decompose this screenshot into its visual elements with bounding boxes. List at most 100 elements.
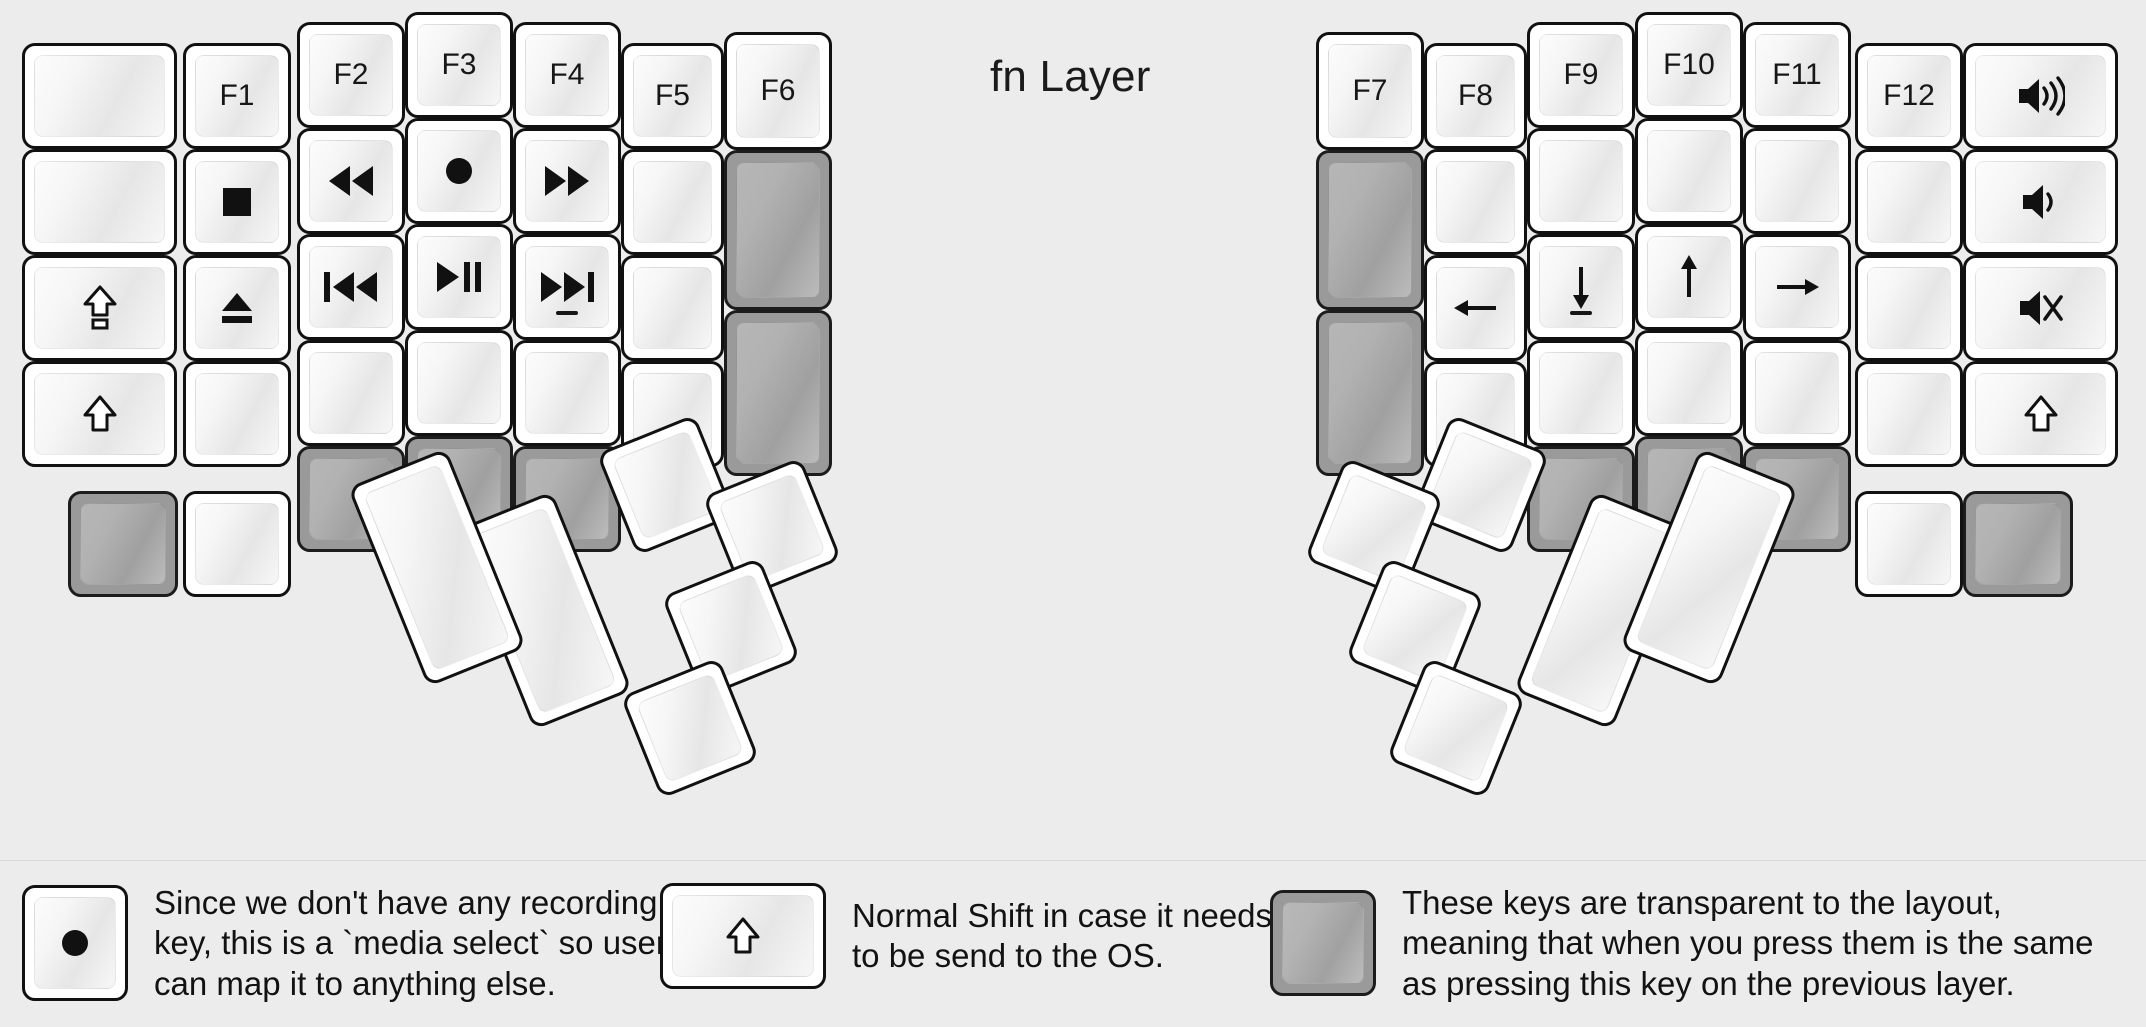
key-l-c2-r1[interactable]: F1 [183,43,291,149]
key-r-c2-r5[interactable] [1855,491,1963,597]
key-r-c1-r3[interactable] [1963,255,2118,361]
fast-forward-icon [542,161,592,201]
key-l-c1-r5[interactable] [68,491,178,597]
legend-key-2[interactable] [660,883,826,989]
key-r-c6-r1[interactable]: F8 [1424,43,1527,149]
key-l-c5-r3[interactable] [513,234,621,340]
homing-bump-indicator [556,311,578,315]
keycap-surface [633,161,712,243]
key-r-c3-r4[interactable] [1743,340,1851,446]
key-l-c6-r2[interactable] [621,149,724,255]
key-l-c4-r2[interactable] [405,118,513,224]
keycap-surface [1867,55,1951,137]
thumb-r-1[interactable] [1410,414,1550,556]
key-l-c1-r4[interactable] [22,361,177,467]
next-track-icon [539,267,595,307]
legend-item-2: Normal Shift in case it needs to be send… [660,883,1272,989]
keycap-surface [309,352,393,434]
key-l-c5-r4[interactable] [513,340,621,446]
capslock-icon [81,285,119,332]
key-l-c4-r4[interactable] [405,330,513,436]
key-r-c1-r2[interactable] [1963,149,2118,255]
key-l-c2-r3[interactable] [183,255,291,361]
keycap-surface [525,34,609,116]
prev-track-icon [323,267,379,307]
keycap-surface [1755,352,1839,434]
keycap-surface [1867,503,1951,585]
key-l-c1-r1[interactable] [22,43,177,149]
key-r-c1-r5[interactable] [1963,491,2073,597]
rewind-icon [326,161,376,201]
volume-mute-icon [2018,287,2064,329]
key-r-c5-r1[interactable]: F9 [1527,22,1635,128]
key-label: F7 [1352,74,1388,107]
key-r-c4-r2[interactable] [1635,118,1743,224]
key-label: F12 [1883,79,1935,112]
keycap-surface [417,24,501,106]
key-r-c7-r3[interactable] [1316,310,1424,476]
key-r-c6-r3[interactable] [1424,255,1527,361]
key-l-c6-r1[interactable]: F5 [621,43,724,149]
key-r-c2-r2[interactable] [1855,149,1963,255]
key-l-c5-r2[interactable] [513,128,621,234]
key-label: F11 [1772,58,1822,91]
key-r-c7-r1[interactable]: F7 [1316,32,1424,150]
key-l-c3-r3[interactable] [297,234,405,340]
key-l-c2-r2[interactable] [183,149,291,255]
key-r-c5-r3[interactable] [1527,234,1635,340]
key-r-c4-r1[interactable]: F10 [1635,12,1743,118]
arrow-up-icon [1674,253,1704,301]
key-l-c7-r2[interactable] [724,150,832,310]
keycap-surface [309,140,393,222]
legend-item-1: Since we don't have any recording key, t… [22,883,667,1004]
key-label: F10 [1663,48,1715,81]
keycap-surface [1755,34,1839,116]
key-r-c2-r4[interactable] [1855,361,1963,467]
record-circle-icon [55,923,95,963]
key-l-c4-r3[interactable] [405,224,513,330]
key-l-c3-r4[interactable] [297,340,405,446]
keycap-surface [1647,130,1731,212]
legend-key-3[interactable] [1270,890,1376,997]
keycap-surface [525,140,609,222]
key-r-c6-r2[interactable] [1424,149,1527,255]
keycap-surface [1635,463,1783,672]
key-l-c4-r1[interactable]: F3 [405,12,513,118]
key-l-c3-r2[interactable] [297,128,405,234]
key-r-c2-r1[interactable]: F12 [1855,43,1963,149]
key-l-c3-r1[interactable]: F2 [297,22,405,128]
key-r-c5-r2[interactable] [1527,128,1635,234]
key-l-c7-r3[interactable] [724,310,832,476]
key-l-c6-r3[interactable] [621,255,724,361]
key-r-c5-r4[interactable] [1527,340,1635,446]
legend-text-3: These keys are transparent to the layout… [1402,884,2094,1002]
key-r-c3-r2[interactable] [1743,128,1851,234]
key-l-c1-r3[interactable] [22,255,177,361]
shift-arrow-icon [724,916,762,956]
keycap-surface [1328,322,1412,464]
key-r-c1-r1[interactable] [1963,43,2118,149]
key-l-c7-r1[interactable]: F6 [724,32,832,150]
key-l-c1-r2[interactable] [22,149,177,255]
keycap-surface [1867,373,1951,455]
key-label: F5 [654,79,690,112]
key-r-c4-r4[interactable] [1635,330,1743,436]
stop-icon [217,182,257,222]
keycap-surface [736,322,820,464]
keycap-surface [1647,342,1731,424]
key-r-c7-r2[interactable] [1316,150,1424,310]
key-r-c2-r3[interactable] [1855,255,1963,361]
keycap-surface [633,55,712,137]
key-r-c3-r1[interactable]: F11 [1743,22,1851,128]
key-l-c5-r1[interactable]: F4 [513,22,621,128]
key-r-c1-r4[interactable] [1963,361,2118,467]
key-r-c3-r3[interactable] [1743,234,1851,340]
key-l-c2-r5[interactable] [183,491,291,597]
legend-key-1[interactable] [22,885,128,1002]
keycap-surface [1401,672,1511,784]
key-r-c4-r3[interactable] [1635,224,1743,330]
page-title: fn Layer [990,52,1151,101]
key-l-c2-r4[interactable] [183,361,291,467]
keycap-surface [1436,161,1515,243]
